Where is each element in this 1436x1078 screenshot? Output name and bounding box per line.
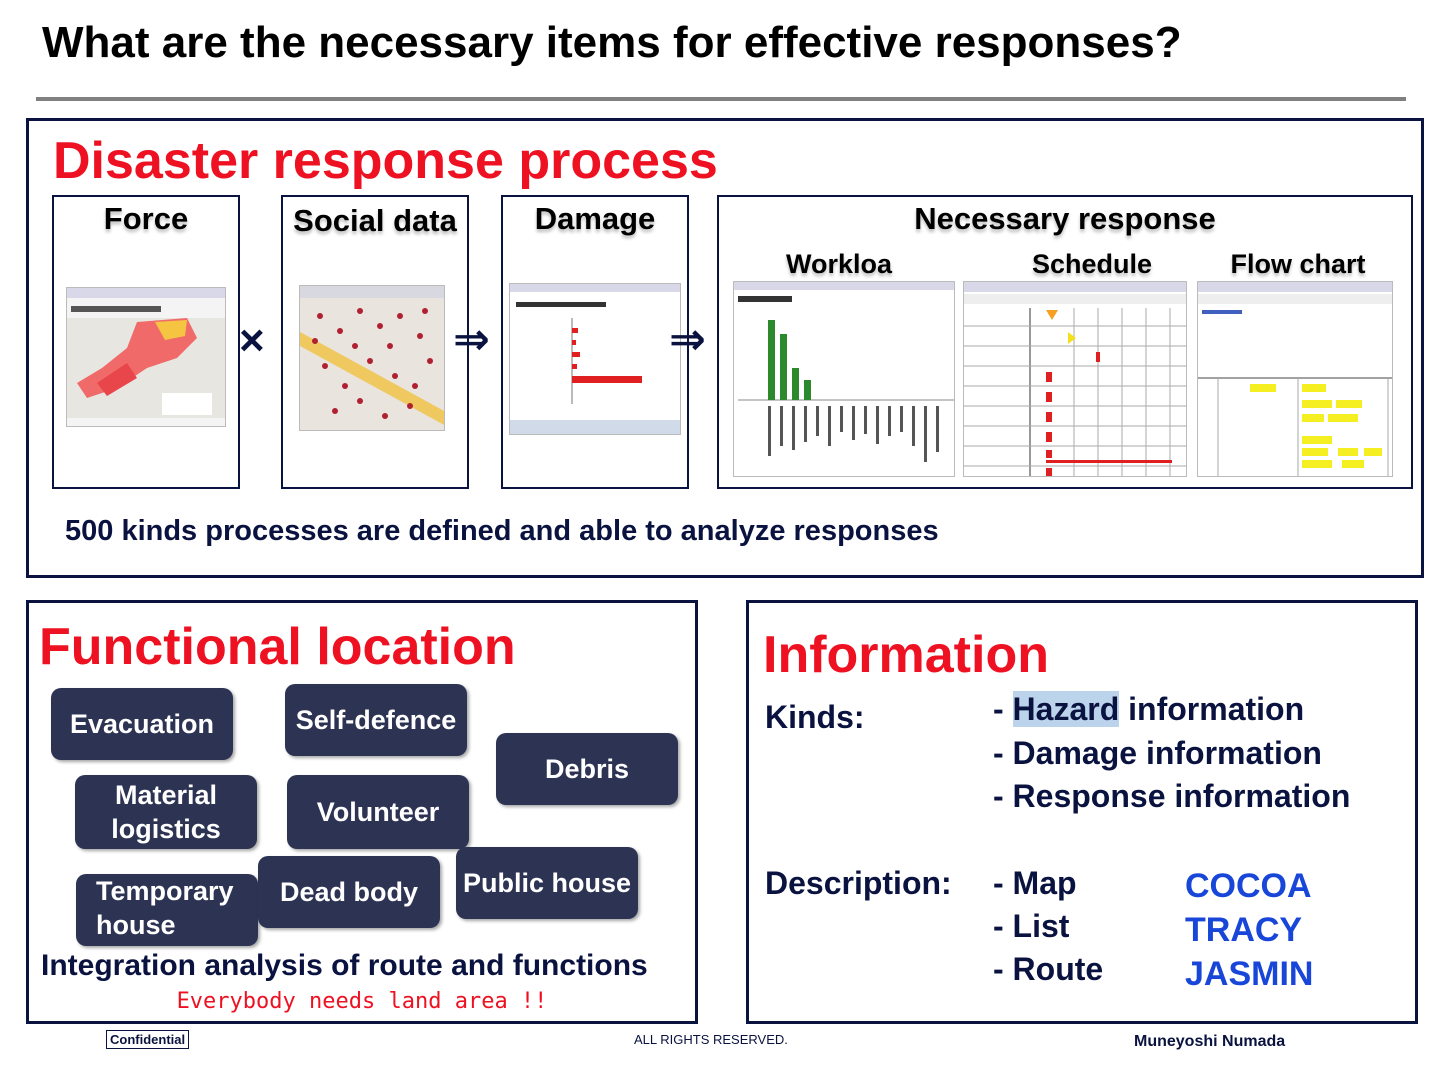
system-name: JASMIN [1185,955,1314,993]
debris-pill: Debris [496,733,678,805]
description-item: - Map [993,865,1077,901]
hazard-highlight: Hazard [1012,691,1120,727]
kind-rest: information [1119,691,1305,727]
dead-body-pill: Dead body [258,856,440,928]
social-data-panel: Social data [281,195,469,489]
arrow-operator-1: ⇒ [453,315,490,364]
social-map-image [300,286,444,430]
system-name: COCOA [1185,867,1312,905]
process-section: Disaster response process Force × Social… [26,118,1424,578]
schedule-chart-image [964,282,1186,476]
process-caption: 500 kinds processes are defined and able… [65,515,939,547]
schedule-label: Schedule [1031,249,1153,279]
title-divider [36,97,1406,101]
process-heading: Disaster response process [53,132,718,190]
kinds-label: Kinds: [765,699,865,735]
temporary-house-line-1: Temporary [96,876,234,906]
workload-chart-image [734,282,954,462]
arrow-operator-2: ⇒ [669,315,706,364]
necessary-response-panel: Necessary response Workloa [717,195,1413,489]
force-panel: Force [52,195,240,489]
evacuation-pill: Evacuation [51,688,233,760]
material-logistics-line-1: Material [114,780,218,810]
workload-label: Workloa [785,249,893,279]
flowchart-label: Flow chart [1230,249,1366,279]
workload-chart-thumbnail [733,281,955,477]
schedule-chart-thumbnail [963,281,1187,477]
times-operator: × [239,316,265,365]
description-item: - List [993,908,1070,944]
necessary-response-label: Necessary response [914,201,1216,236]
description-label: Description: [765,865,952,901]
social-map-thumbnail [299,285,445,431]
information-heading: Information [763,626,1049,684]
information-section: Information Kinds: - Hazard information … [746,600,1418,1024]
kind-item: - Damage information [993,735,1322,771]
rights-text: ALL RIGHTS RESERVED. [634,1032,788,1047]
functional-note: Everybody needs land area !! [176,989,548,1014]
damage-chart-thumbnail [509,283,681,435]
author-name: Muneyoshi Numada [1134,1033,1286,1050]
confidential-label: Confidential [106,1030,190,1049]
kind-dash: - [993,691,1013,727]
damage-label: Damage [534,201,656,236]
functional-heading: Functional location [39,618,516,676]
system-name: TRACY [1185,911,1303,949]
material-logistics-pill: Material logistics [75,775,257,849]
material-logistics-line-2: logistics [111,814,221,844]
force-map-image [67,288,225,418]
functional-section: Functional location Evacuation Self-defe… [26,600,698,1024]
self-defence-pill: Self-defence [285,684,467,756]
force-label: Force [103,201,189,236]
page-title: What are the necessary items for effecti… [42,18,1182,67]
description-item: - Route [993,951,1104,987]
damage-chart-image [510,284,680,434]
kind-item: - Hazard information [993,691,1304,728]
temporary-house-line-2: house [96,910,176,940]
damage-panel: Damage [501,195,689,489]
force-map-thumbnail [66,287,226,427]
flowchart-thumbnail [1197,281,1393,477]
volunteer-pill: Volunteer [287,775,469,849]
social-data-label: Social data [293,203,457,238]
flowchart-image [1198,282,1392,476]
temporary-house-pill: Temporary house [76,874,258,946]
public-house-pill: Public house [456,847,638,919]
functional-caption: Integration analysis of route and functi… [41,949,648,982]
kind-item: - Response information [993,778,1351,814]
